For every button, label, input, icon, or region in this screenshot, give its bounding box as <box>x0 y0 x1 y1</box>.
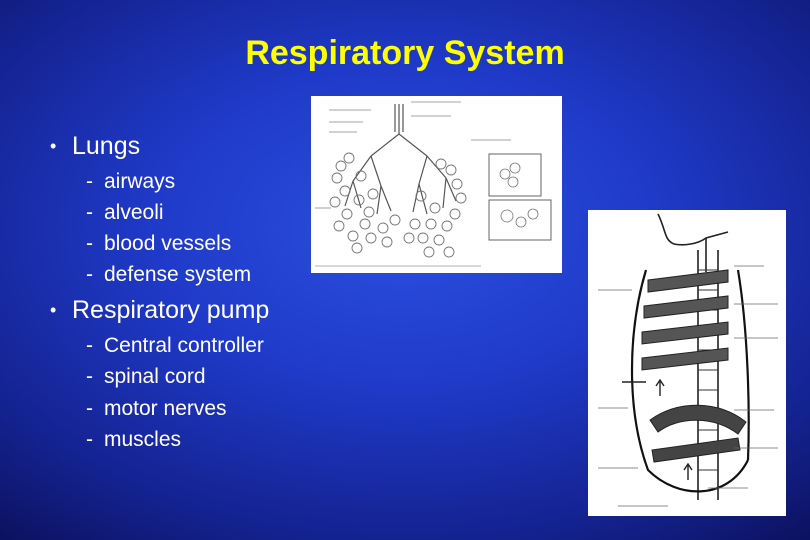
sub-item-label: blood vessels <box>104 232 232 255</box>
sub-item-central-controller: - Central controller <box>86 334 264 358</box>
dash-icon: - <box>86 334 93 357</box>
bullet-lungs: • Lungs <box>50 132 140 161</box>
respiratory-pump-diagram-image <box>588 210 786 516</box>
dash-icon: - <box>86 263 93 286</box>
dash-icon: - <box>86 428 93 451</box>
sub-item-motor-nerves: - motor nerves <box>86 397 227 421</box>
sub-item-label: airways <box>104 170 176 193</box>
sub-item-label: defense system <box>104 263 252 286</box>
sub-item-defense-system: - defense system <box>86 263 251 287</box>
bullet-respiratory-pump: • Respiratory pump <box>50 296 269 325</box>
dash-icon: - <box>86 232 93 255</box>
dash-icon: - <box>86 201 93 224</box>
sub-item-blood-vessels: - blood vessels <box>86 232 231 256</box>
sub-item-label: muscles <box>104 428 182 451</box>
sub-item-label: motor nerves <box>104 397 227 420</box>
sub-item-muscles: - muscles <box>86 428 181 452</box>
dash-icon: - <box>86 397 93 420</box>
bullet-label: Lungs <box>72 132 141 160</box>
bullet-dot-icon: • <box>50 300 57 320</box>
bullet-label: Respiratory pump <box>72 296 270 324</box>
sub-item-airways: - airways <box>86 170 175 194</box>
slide-title: Respiratory System <box>245 34 565 72</box>
sub-item-label: spinal cord <box>104 365 206 388</box>
sub-item-label: alveoli <box>104 201 164 224</box>
sub-item-alveoli: - alveoli <box>86 201 164 225</box>
dash-icon: - <box>86 365 93 388</box>
sub-item-spinal-cord: - spinal cord <box>86 365 206 389</box>
bullet-dot-icon: • <box>50 136 57 156</box>
sub-item-label: Central controller <box>104 334 264 357</box>
lung-airway-diagram-image <box>311 96 562 273</box>
dash-icon: - <box>86 170 93 193</box>
